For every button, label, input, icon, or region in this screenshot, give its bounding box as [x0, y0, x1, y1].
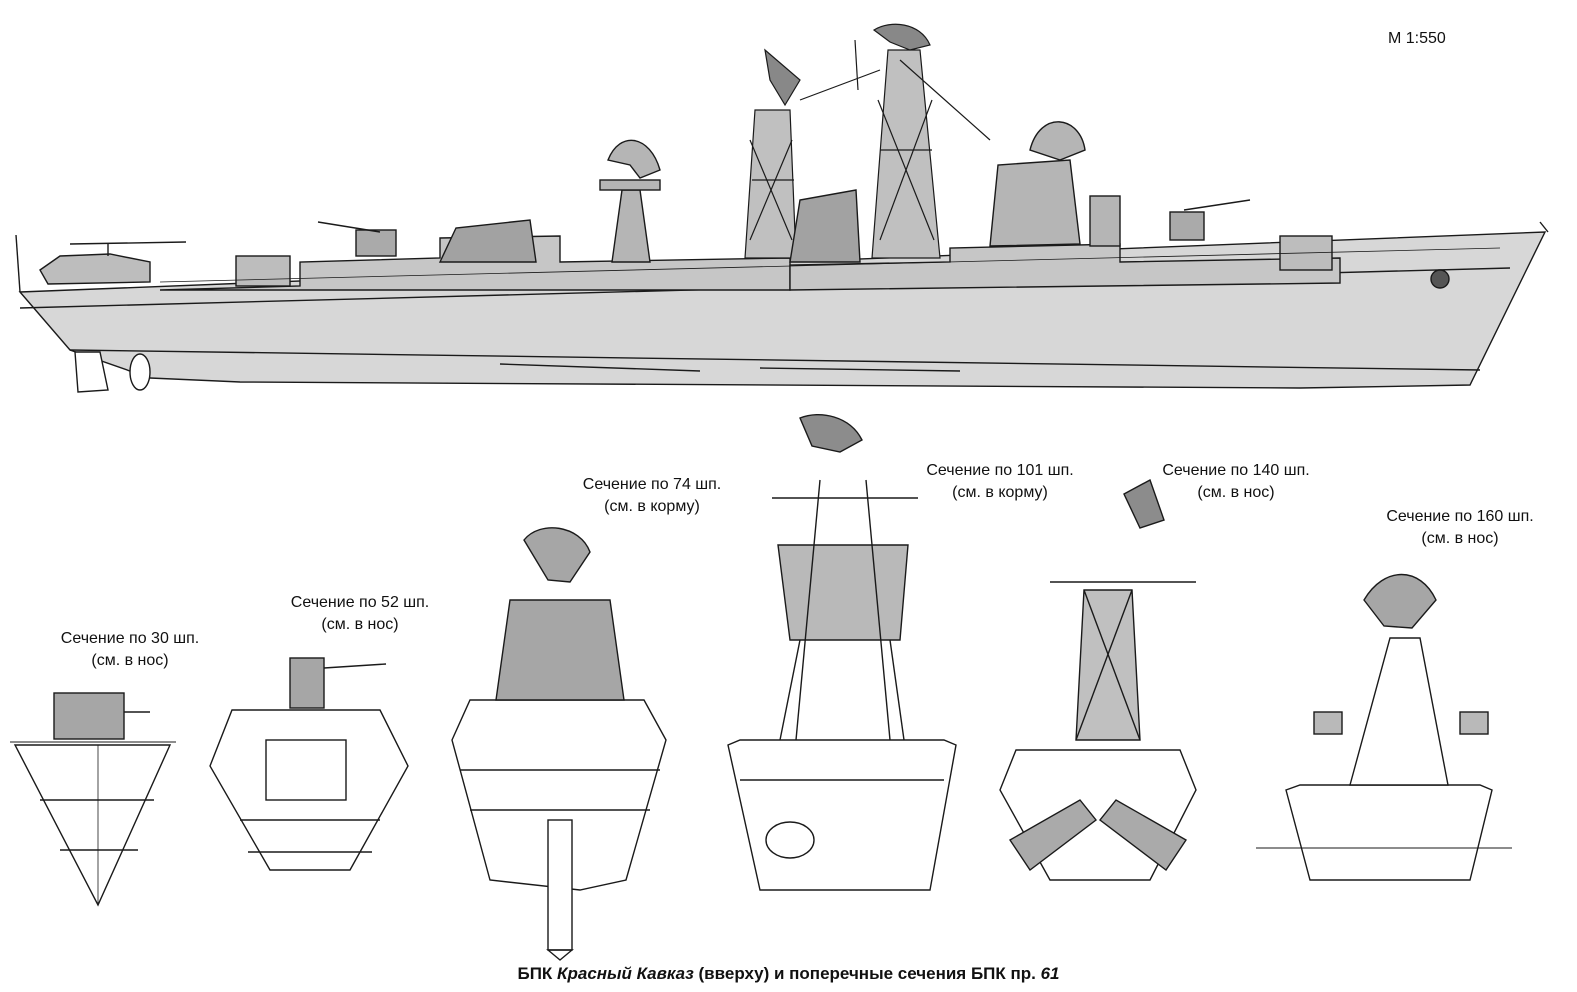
cross-sections	[10, 414, 1512, 961]
aft-radar-mast	[599, 139, 661, 263]
aft-gun-turret	[235, 255, 291, 287]
section-label-52: Сечение по 52 шп.(см. в нос)	[290, 594, 430, 633]
section-label-160: Сечение по 160 шп.(см. в нос)	[1386, 508, 1534, 547]
aft-lattice-mast	[744, 48, 881, 259]
section-140-drawing	[999, 478, 1197, 881]
section-label-30: Сечение по 30 шп.(см. в нос)	[60, 630, 200, 669]
propeller	[129, 353, 151, 391]
section-label-140: Сечение по 140 шп.(см. в нос)	[1162, 462, 1310, 501]
section-30-drawing	[10, 692, 176, 907]
forward-launcher	[1169, 199, 1251, 241]
section-label-74: Сечение по 74 шп.(см. в корму)	[582, 476, 722, 515]
rudder	[74, 351, 109, 393]
helicopter	[39, 241, 187, 285]
aft-funnel	[438, 219, 537, 263]
caption-ship-name: Красный Кавказ	[557, 964, 694, 983]
anchor	[1430, 269, 1450, 289]
side-profile	[15, 23, 1549, 393]
section-52-drawing	[209, 657, 409, 871]
aft-launcher	[317, 221, 397, 257]
caption-project: 61	[1040, 964, 1060, 983]
section-101-drawing	[727, 414, 957, 891]
section-label-101: Сечение по 101 шп.(см. в корму)	[926, 462, 1074, 501]
caption-part2: (вверху) и поперечные сечения БПК пр.	[693, 964, 1041, 983]
scale-label: М 1:550	[1388, 30, 1446, 47]
section-160-drawing	[1256, 574, 1512, 881]
section-74-drawing	[451, 527, 667, 961]
forward-funnel	[789, 189, 861, 263]
caption-part1: БПК	[517, 964, 558, 983]
fore-lattice-mast	[854, 23, 991, 259]
forward-superstructure	[989, 121, 1121, 247]
figure-caption: БПК Красный Кавказ (вверху) и поперечные…	[0, 964, 1577, 984]
